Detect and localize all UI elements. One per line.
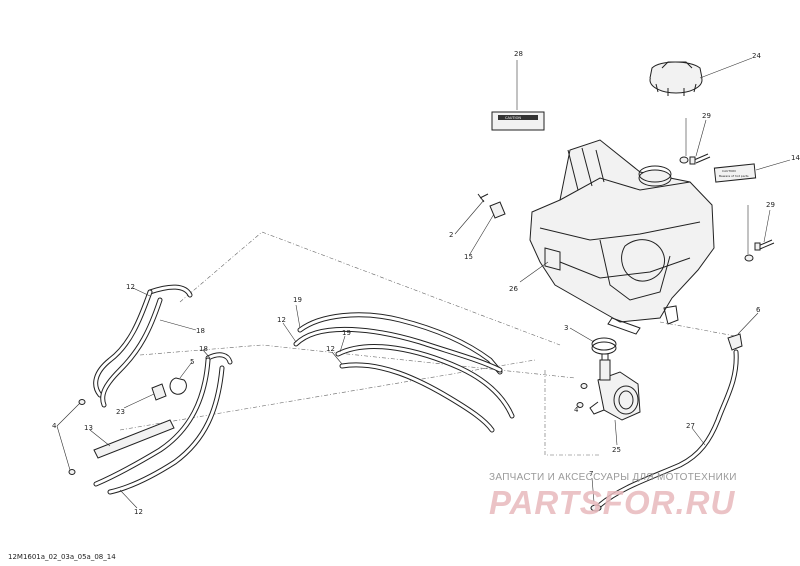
- callout-28: 28: [514, 50, 523, 58]
- hose-27: [590, 349, 739, 512]
- callout-12a: 12: [126, 283, 135, 291]
- callout-27: 27: [686, 422, 695, 430]
- bracket-15: [477, 193, 506, 219]
- callout-12b: 12: [277, 316, 286, 324]
- hoses-left: [93, 284, 233, 495]
- callout-29b: 29: [766, 201, 775, 209]
- callout-5: 5: [190, 358, 194, 366]
- callout-19a: 19: [293, 296, 302, 304]
- assembly-dash-lines: [119, 231, 736, 456]
- callout-14: 14: [791, 154, 800, 162]
- drawing-code: 12M1601a_02_03a_05a_08_14: [8, 553, 116, 561]
- sticker-28-text: CAUTION: [505, 116, 521, 120]
- sticker-14-line2: Beware of hot parts: [719, 174, 749, 178]
- caution-sticker-14: CAUTION Beware of hot parts: [713, 163, 757, 183]
- callout-19b: 19: [342, 329, 351, 337]
- callout-6: 6: [756, 306, 761, 314]
- callout-13: 13: [84, 424, 93, 432]
- callout-18a: 18: [196, 327, 205, 335]
- callout-26: 26: [509, 285, 518, 293]
- callout-7: 7: [589, 470, 593, 478]
- callout-25: 25: [612, 446, 621, 454]
- clamp-3: [591, 337, 617, 355]
- callout-12c: 12: [326, 345, 335, 353]
- callout-3: 3: [564, 324, 568, 332]
- callout-2: 2: [449, 231, 453, 239]
- callout-18b: 18: [199, 345, 208, 353]
- callout-29a: 29: [702, 112, 711, 120]
- screws-29: [679, 153, 775, 262]
- hoses-middle: [293, 312, 515, 433]
- callout-12d: 12: [134, 508, 143, 516]
- callout-15: 15: [464, 253, 473, 261]
- callout-24: 24: [752, 52, 761, 60]
- watermark-tagline: ЗАПЧАСТИ И АКСЕССУАРЫ ДЛЯ МОТОТЕХНИКИ: [489, 472, 737, 483]
- sticker-14-line1: CAUTION: [722, 169, 736, 173]
- leader-lines: [56, 57, 791, 509]
- small-parts-left: [68, 377, 584, 475]
- callout-4b: 4: [574, 406, 579, 414]
- caution-sticker-28: CAUTION: [491, 111, 545, 131]
- callout-23: 23: [116, 408, 125, 416]
- watermark-brand-logo: PARTSFOR.RU: [489, 484, 736, 521]
- fuel-pump-25: [580, 354, 641, 421]
- fuel-cap: [649, 61, 703, 96]
- elbow-fitting-6: [727, 333, 743, 351]
- fuel-tank: [529, 139, 715, 335]
- callout-numbers: 28 24 29 14 29 2 15 26 3 6 4 25 27 7 12 …: [52, 50, 800, 516]
- callout-4a: 4: [52, 422, 57, 430]
